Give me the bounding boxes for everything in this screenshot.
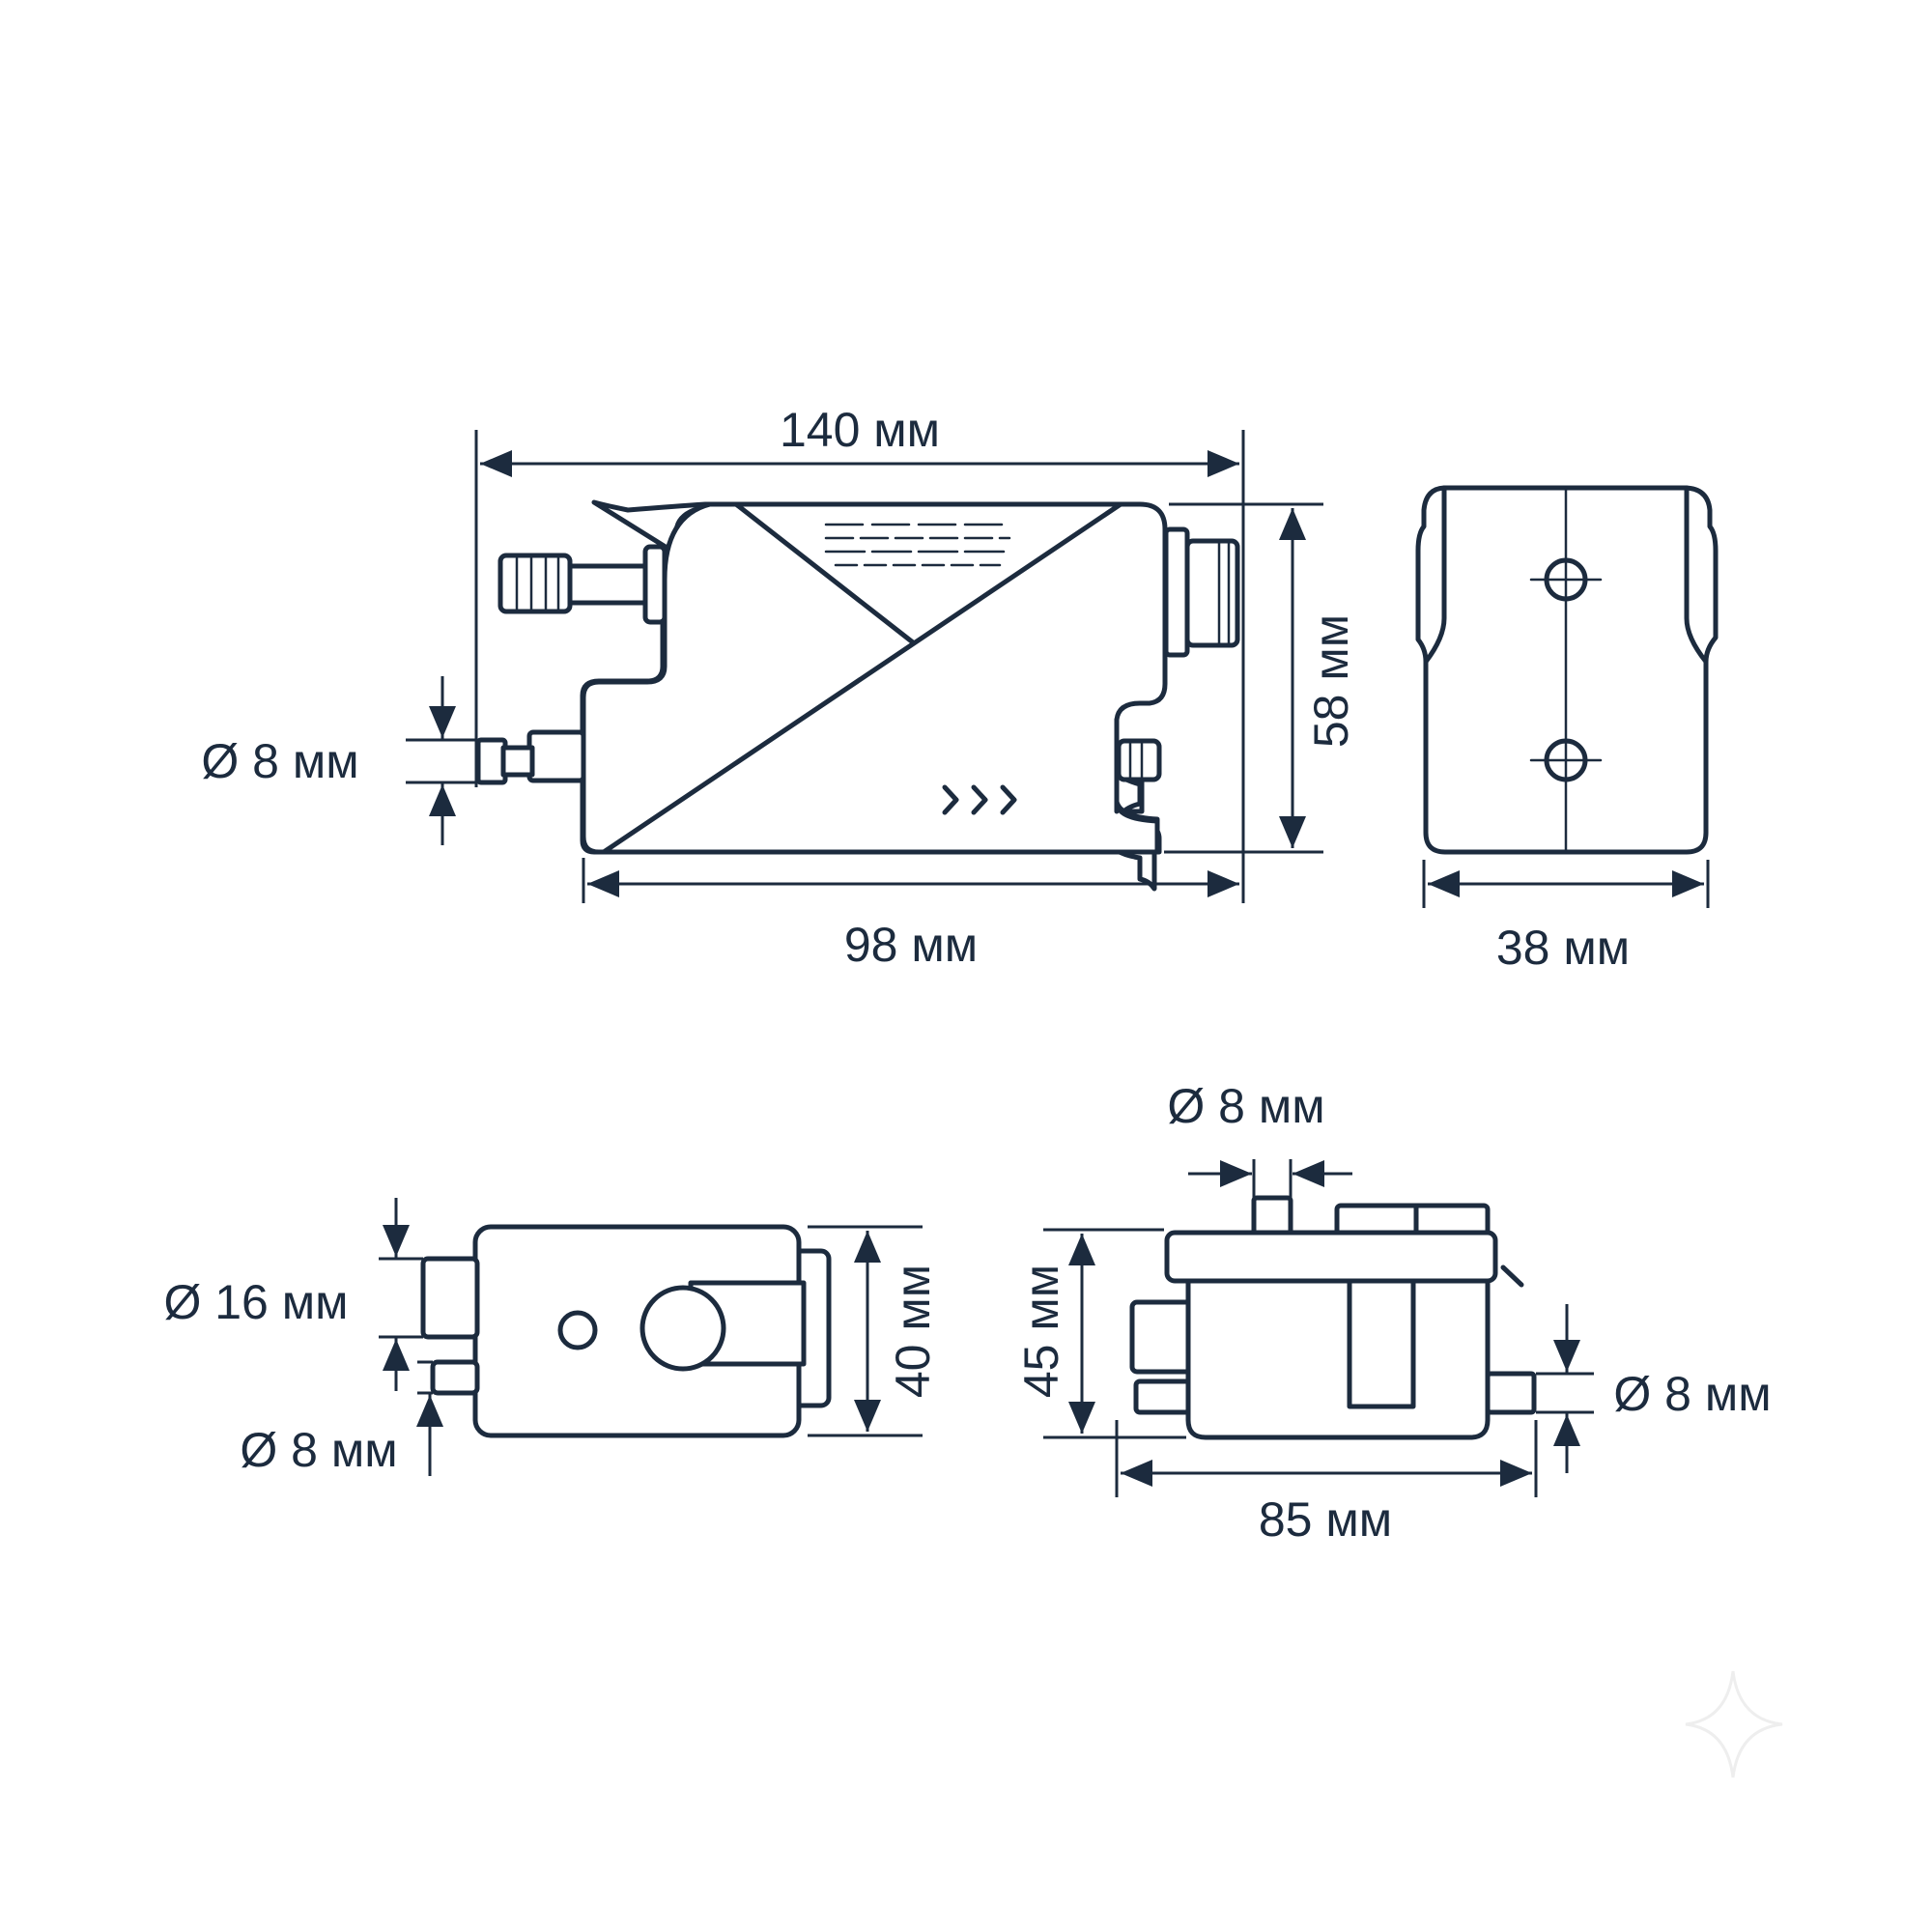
side-view (475, 499, 1240, 892)
flow-chevrons-icon (942, 784, 1017, 815)
front-view-latch (1500, 1264, 1524, 1288)
top-view-small-inlet (430, 1359, 480, 1396)
front-height-label: 45 мм (1014, 1264, 1068, 1398)
sparkle-watermark-icon (1685, 1670, 1783, 1778)
side-upper-inlet (497, 544, 668, 625)
side-body-length-label: 98 мм (844, 918, 978, 972)
end-view-mounting-hole-upper (1529, 557, 1603, 602)
top-large-inlet-diameter-label: Ø 16 мм (163, 1275, 348, 1329)
end-width-label: 38 мм (1496, 921, 1630, 975)
side-housing (581, 501, 1168, 855)
top-view-large-inlet (420, 1256, 480, 1340)
side-total-length-label: 140 мм (780, 403, 940, 457)
top-view-round-outlet (639, 1285, 726, 1372)
side-diagonal-long (601, 501, 1123, 855)
side-small-fitting (1116, 738, 1162, 782)
front-view-left-port (1129, 1299, 1195, 1375)
front-view-body (1185, 1274, 1491, 1440)
end-view-mounting-hole-lower (1529, 738, 1603, 782)
front-dimensions (1043, 1159, 1594, 1497)
top-small-inlet-diameter-label: Ø 8 мм (240, 1423, 397, 1477)
top-height-label: 40 мм (886, 1264, 940, 1398)
side-diagonal-short (733, 501, 916, 645)
front-view-right-outlet (1485, 1371, 1537, 1415)
vent-slots (824, 523, 1011, 567)
front-view-lid (1164, 1230, 1498, 1284)
end-view-inner-edges (1423, 485, 1709, 665)
front-view-inner-pipe (1347, 1278, 1416, 1409)
front-width-label: 85 мм (1259, 1492, 1392, 1547)
front-view (1129, 1195, 1537, 1440)
side-inlet-diameter-label: Ø 8 мм (201, 734, 358, 788)
front-top-outlet-diameter-label: Ø 8 мм (1167, 1079, 1324, 1133)
front-right-outlet-diameter-label: Ø 8 мм (1613, 1367, 1771, 1421)
top-view-small-hole (557, 1310, 598, 1350)
end-dimensions (1422, 860, 1710, 908)
side-right-outlet (1163, 526, 1240, 658)
top-dimensions (379, 1198, 923, 1476)
side-lower-inlet (475, 729, 586, 785)
end-view (1415, 485, 1719, 855)
side-height-label: 58 мм (1304, 614, 1358, 748)
top-view (420, 1224, 832, 1438)
side-dimensions (406, 430, 1323, 903)
front-view-left-port-lower (1133, 1378, 1197, 1415)
